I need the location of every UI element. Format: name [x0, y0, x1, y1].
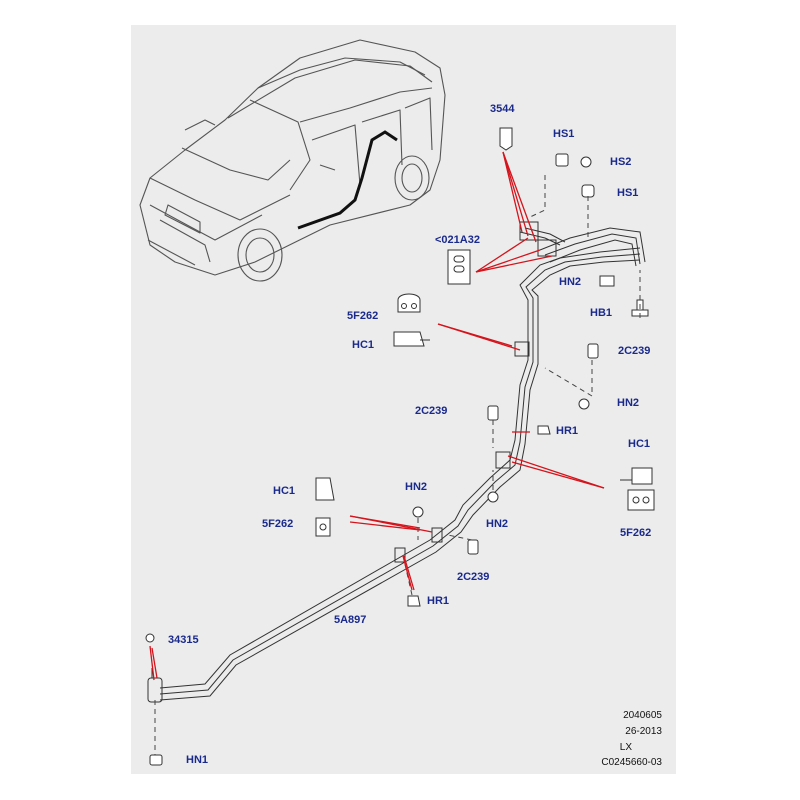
fuel-pipe-assembly — [147, 221, 646, 703]
callout-5f262-right[interactable]: 5F262 — [620, 527, 652, 539]
callout-hc1-left[interactable]: HC1 — [273, 485, 296, 497]
callout-3544[interactable]: 3544 — [490, 103, 515, 115]
callout-hs1-right[interactable]: HS1 — [617, 187, 639, 199]
drawing-number: 2040605 — [623, 710, 662, 721]
drawing-date: 26-2013 — [625, 726, 662, 737]
callout-34315[interactable]: 34315 — [168, 634, 199, 646]
callout-hn2-top[interactable]: HN2 — [559, 276, 582, 288]
callout-021a32[interactable]: <021A32 — [435, 234, 480, 246]
drawing-reference: C0245660-03 — [601, 757, 662, 768]
callout-hs1-top[interactable]: HS1 — [553, 128, 575, 140]
callout-hn1[interactable]: HN1 — [186, 754, 209, 766]
callout-5f262-left[interactable]: 5F262 — [262, 518, 294, 530]
hardware-parts — [145, 127, 655, 766]
callout-5a897[interactable]: 5A897 — [334, 614, 367, 626]
callout-hn2-lower[interactable]: HN2 — [486, 518, 509, 530]
vehicle-illustration — [139, 39, 446, 282]
callout-2c239-top[interactable]: 2C239 — [618, 345, 651, 357]
callout-hn2-mid[interactable]: HN2 — [617, 397, 640, 409]
callout-2c239-mid[interactable]: 2C239 — [415, 405, 448, 417]
callout-hb1[interactable]: HB1 — [590, 307, 613, 319]
vehicle-fuel-line-highlight — [297, 130, 398, 230]
callout-hs2[interactable]: HS2 — [610, 156, 632, 168]
callout-hc1-top[interactable]: HC1 — [352, 339, 375, 351]
callout-hc1-right[interactable]: HC1 — [628, 438, 651, 450]
callout-5f262-top[interactable]: 5F262 — [347, 310, 379, 322]
callout-hr1-mid[interactable]: HR1 — [556, 425, 579, 437]
callout-hn2-left[interactable]: HN2 — [405, 481, 428, 493]
callout-2c239-lower[interactable]: 2C239 — [457, 571, 490, 583]
red-callout-lines — [149, 151, 605, 681]
drawing-code: LX — [619, 742, 632, 753]
callout-hr1-lower[interactable]: HR1 — [427, 595, 450, 607]
